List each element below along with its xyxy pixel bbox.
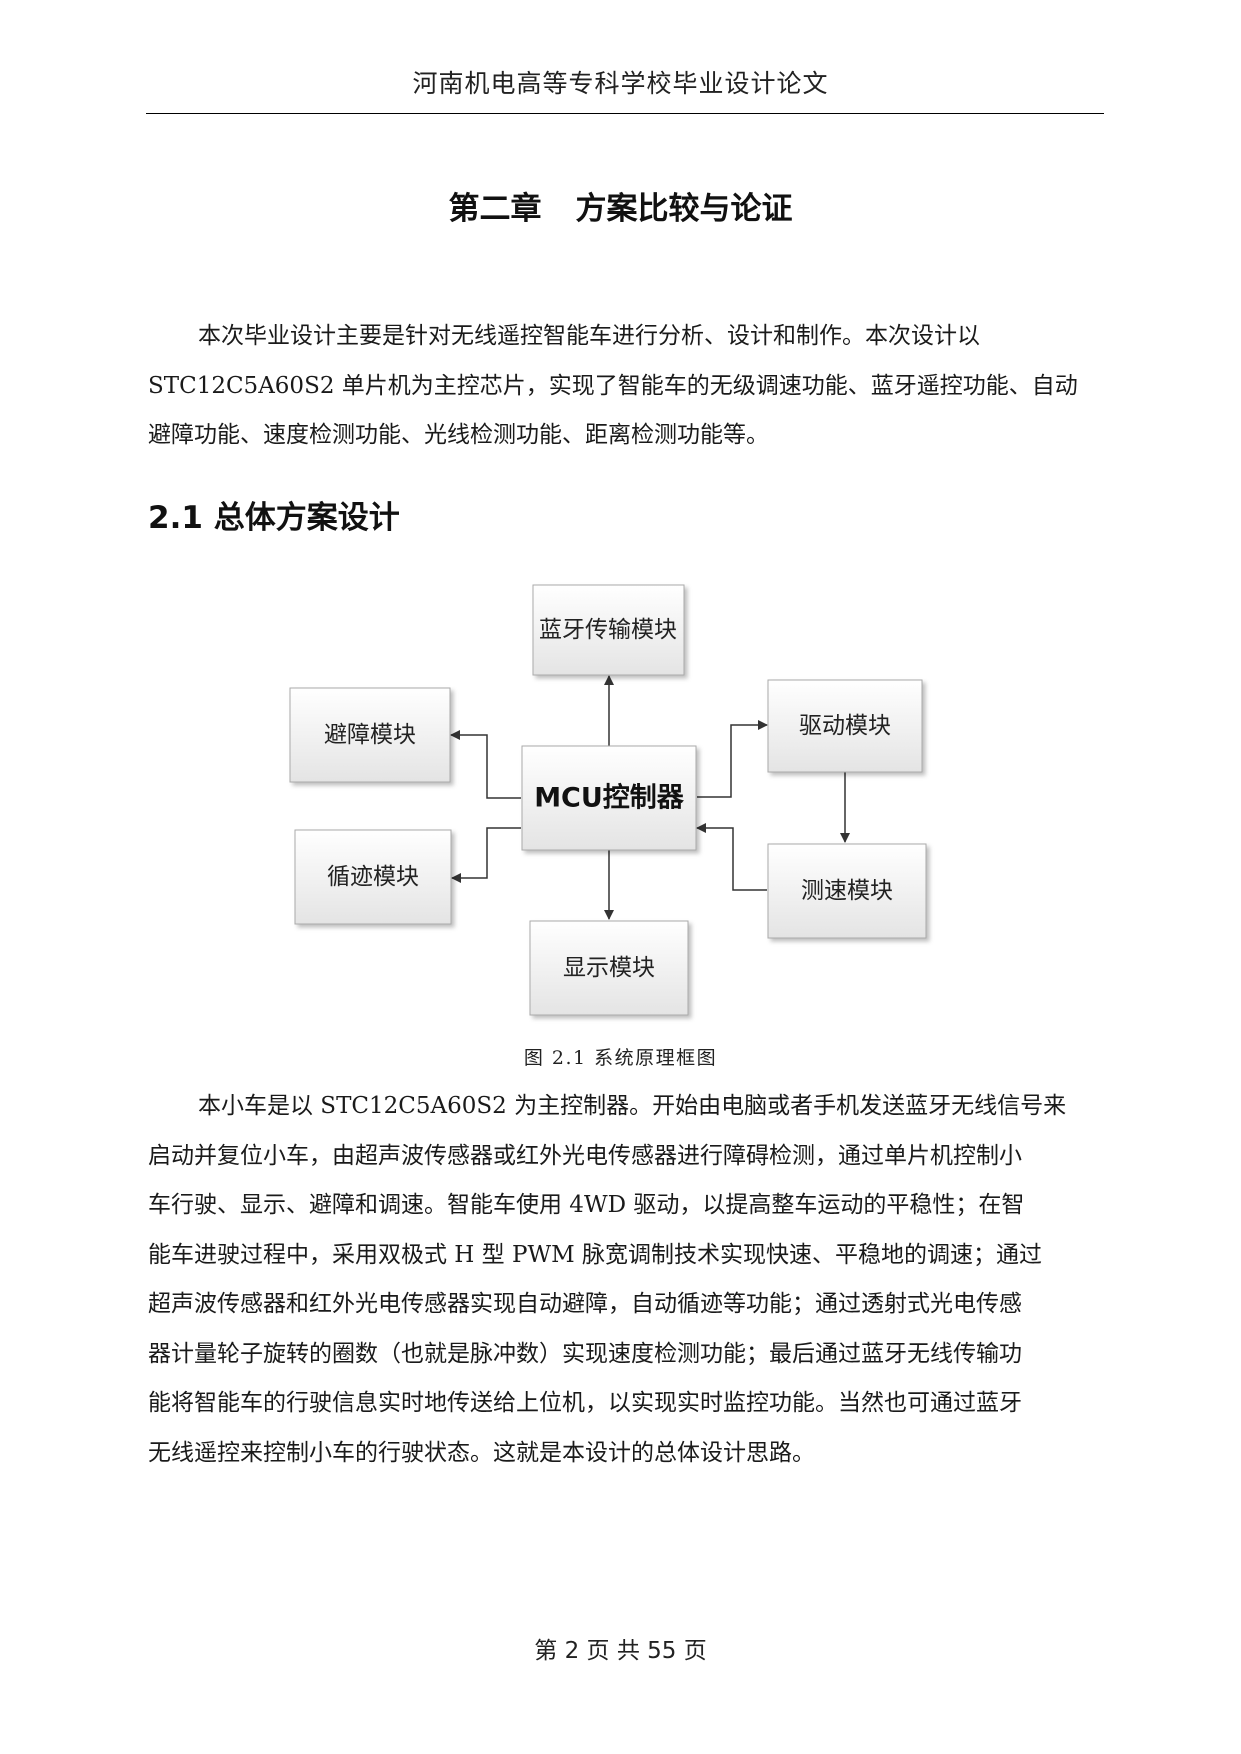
speed-block <box>767 843 927 939</box>
page-number: 2 <box>564 1638 580 1664</box>
chapter-number: 第二章 <box>448 191 542 227</box>
display-block-label: 显示模块 <box>563 955 655 981</box>
running-header: 河南机电高等专科学校毕业设计论文 <box>412 69 829 98</box>
section-title: 2.1 总体方案设计 <box>148 500 400 536</box>
bluetooth-block-label: 蓝牙传输模块 <box>539 617 677 643</box>
body-line: 车行驶、显示、避障和调速。智能车使用 4WD 驱动，以提高整车运动的平稳性；在智 <box>148 1192 1025 1218</box>
display-block <box>529 920 689 1016</box>
mcu-block <box>521 745 697 851</box>
body-line: 器计量轮子旋转的圈数（也就是脉冲数）实现速度检测功能；最后通过蓝牙无线传输功 <box>148 1340 1022 1367</box>
arrow-mcu-to-avoid <box>450 730 521 799</box>
bluetooth-block <box>532 584 685 676</box>
body-line: 能车进驶过程中，采用双极式 H 型 PWM 脉宽调制技术实现快速、平稳地的调速；… <box>148 1241 1042 1268</box>
track-block-label: 循迹模块 <box>327 864 419 890</box>
body-line: 超声波传感器和红外光电传感器实现自动避障，自动循迹等功能；通过透射式光电传感 <box>148 1291 1022 1317</box>
chapter-title: 第二章方案比较与论证 <box>0 183 1241 228</box>
speed-block-label: 测速模块 <box>801 878 893 904</box>
arrow-speed-to-mcu <box>696 823 767 891</box>
avoid-block <box>289 687 451 783</box>
intro-line: STC12C5A60S2 单片机为主控芯片，实现了智能车的无级调速功能、蓝牙遥控… <box>148 372 1078 399</box>
footer-middle: 页 共 <box>586 1638 640 1664</box>
body-line: 本小车是以 STC12C5A60S2 为主控制器。开始由电脑或者手机发送蓝牙无线… <box>198 1093 1067 1119</box>
header-rule <box>146 113 1104 114</box>
page-total: 55 <box>647 1638 677 1664</box>
avoid-block-label: 避障模块 <box>324 722 416 748</box>
intro-paragraph: 本次毕业设计主要是针对无线遥控智能车进行分析、设计和制作。本次设计以 STC12… <box>148 312 1098 461</box>
intro-line: 本次毕业设计主要是针对无线遥控智能车进行分析、设计和制作。本次设计以 <box>198 323 980 349</box>
drive-block-label: 驱动模块 <box>799 713 891 739</box>
arrow-mcu-to-track <box>451 827 521 883</box>
footer-suffix: 页 <box>683 1638 707 1664</box>
body-paragraph: 本小车是以 STC12C5A60S2 为主控制器。开始由电脑或者手机发送蓝牙无线… <box>148 1082 1098 1478</box>
figure-caption: 图 2.1 系统原理框图 <box>523 1047 718 1069</box>
body-line: 启动并复位小车，由超声波传感器或红外光电传感器进行障碍检测，通过单片机控制小 <box>148 1142 1022 1169</box>
track-block <box>294 829 452 925</box>
page-footer: 第 2 页 共 55 页 <box>0 1631 1241 1665</box>
mcu-block-label: MCU控制器 <box>534 783 685 814</box>
body-line: 能将智能车的行驶信息实时地传送给上位机，以实现实时监控功能。当然也可通过蓝牙 <box>148 1390 1022 1416</box>
footer-prefix: 第 <box>534 1638 558 1664</box>
arrow-mcu-to-drive <box>697 720 768 798</box>
chapter-name: 方案比较与论证 <box>575 191 793 227</box>
drive-block <box>767 679 923 773</box>
body-line: 无线遥控来控制小车的行驶状态。这就是本设计的总体设计思路。 <box>148 1439 815 1466</box>
intro-line: 避障功能、速度检测功能、光线检测功能、距离检测功能等。 <box>148 422 769 448</box>
